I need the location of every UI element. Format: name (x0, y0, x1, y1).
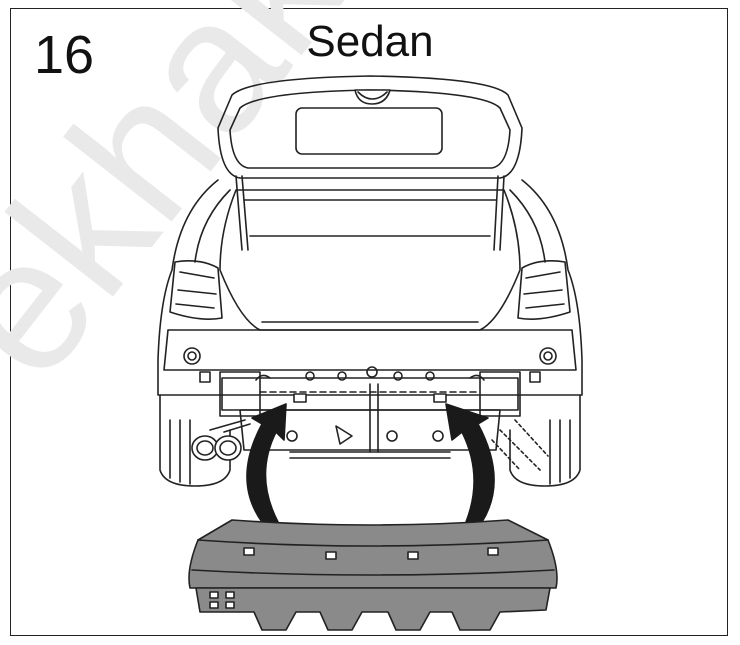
clip-slot-left (293, 393, 307, 403)
exhaust-tip-right (214, 435, 242, 461)
rear-panel (163, 329, 577, 371)
rear-bumper-cover (188, 519, 558, 631)
diagram-title: Sedan (306, 17, 434, 66)
tail-light-left (169, 260, 223, 320)
instruction-panel-frame (10, 8, 728, 636)
step-number: 16 (34, 25, 95, 85)
clip-slot-right (433, 393, 447, 403)
install-arrows (246, 403, 495, 523)
rear-panel-hole-left (183, 347, 201, 365)
exhaust-tip-left (191, 435, 219, 461)
trunk-lid (217, 75, 523, 179)
trunk-strut-right (493, 175, 499, 251)
arrow-right (445, 403, 495, 523)
wheel-left (159, 394, 231, 487)
tail-light-right (517, 260, 571, 320)
trunk-strut-left (235, 175, 243, 251)
trunk-opening (219, 189, 521, 331)
body-outline (157, 179, 583, 396)
arrow-left (246, 403, 287, 523)
rear-window (295, 107, 443, 155)
wheel-right (509, 394, 581, 487)
bumper-reinforcement (221, 377, 519, 411)
trunk-latch (354, 89, 391, 105)
rear-panel-hole-right (539, 347, 557, 365)
bumper-diffuser (195, 587, 551, 631)
sedan-rear-view (157, 75, 583, 487)
